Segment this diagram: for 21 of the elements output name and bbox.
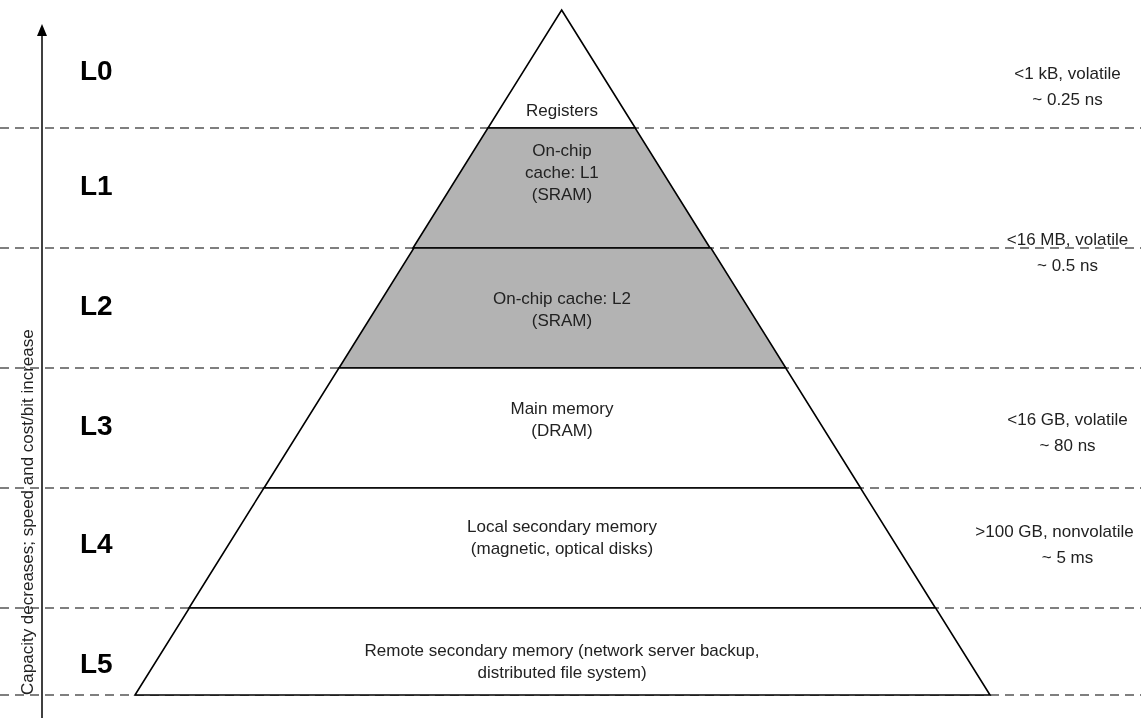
level-label: L3 [80, 410, 113, 442]
tier-annotation: >100 GB, nonvolatile [974, 521, 1135, 543]
tier-annotation: ~ 0.5 ns [1036, 255, 1099, 277]
tier-annotation: ~ 5 ms [1040, 547, 1095, 569]
tier-annotation: <16 GB, volatile [1006, 409, 1129, 431]
tier-label: Remote secondary memory (network server backup, distributed file system) [363, 640, 761, 684]
level-label: L2 [80, 290, 113, 322]
level-label: L0 [80, 55, 113, 87]
tier-annotation: ~ 80 ns [1038, 435, 1097, 457]
tier-label: Registers [525, 100, 599, 122]
tier-annotation: <16 MB, volatile [1005, 229, 1130, 251]
tier-label: On-chip cache: L1 (SRAM) [524, 140, 600, 206]
level-label: L1 [80, 170, 113, 202]
tier-annotation: ~ 0.25 ns [1031, 89, 1104, 111]
tier-label: On-chip cache: L2 (SRAM) [492, 288, 632, 332]
level-label: L5 [80, 648, 113, 680]
tier-label: Main memory (DRAM) [509, 398, 615, 442]
level-label: L4 [80, 528, 113, 560]
axis-label: Capacity decreases; speed and cost/bit increase [18, 329, 38, 695]
tier-annotation: <1 kB, volatile [1013, 63, 1122, 85]
tier-label: Local secondary memory (magnetic, optical disks) [466, 516, 658, 560]
